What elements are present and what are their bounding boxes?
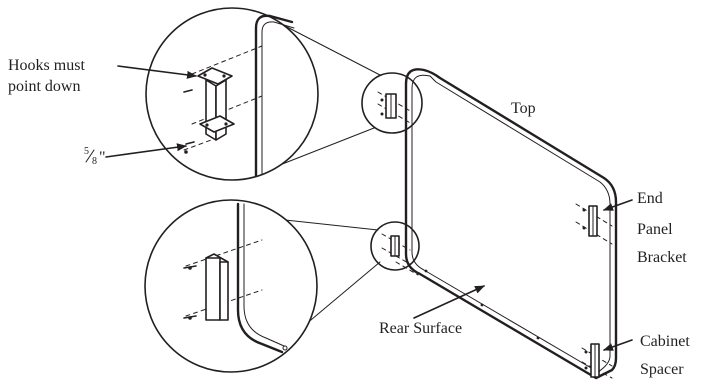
end-panel-label-line3: Bracket xyxy=(637,249,687,266)
bottom-edge-screws xyxy=(395,261,540,340)
end-panel-label-line1: End xyxy=(637,190,663,207)
fraction-numerator: 5 xyxy=(84,146,89,157)
small-detail-circle-bottom xyxy=(370,221,420,271)
fraction-arrow xyxy=(105,143,187,158)
rear-surface-arrow xyxy=(413,285,485,319)
fraction-label: 5 8 " xyxy=(84,146,106,167)
inch-mark: " xyxy=(99,149,106,166)
top-label: Top xyxy=(511,100,536,117)
cabinet-spacer-arrow xyxy=(603,339,633,351)
small-detail-circle-top xyxy=(361,72,423,134)
end-panel-outline xyxy=(404,68,618,380)
cabinet-label-line2: Spacer xyxy=(640,361,684,378)
large-detail-circle-hooks xyxy=(145,7,381,181)
hooks-label-line1: Hooks must xyxy=(8,57,85,74)
end-panel-arrow xyxy=(603,199,633,211)
fraction-denominator: 8 xyxy=(92,156,97,167)
hooks-label-line2: point down xyxy=(8,78,80,95)
end-panel-bracket-right xyxy=(575,203,613,245)
end-panel-label-line2: Panel xyxy=(637,221,673,238)
cabinet-spacer-part xyxy=(581,343,613,379)
rear-surface-label: Rear Surface xyxy=(379,320,462,337)
hooks-arrow xyxy=(117,65,197,79)
large-detail-circle-spacer xyxy=(144,199,381,373)
cabinet-label-line1: Cabinet xyxy=(640,333,690,350)
